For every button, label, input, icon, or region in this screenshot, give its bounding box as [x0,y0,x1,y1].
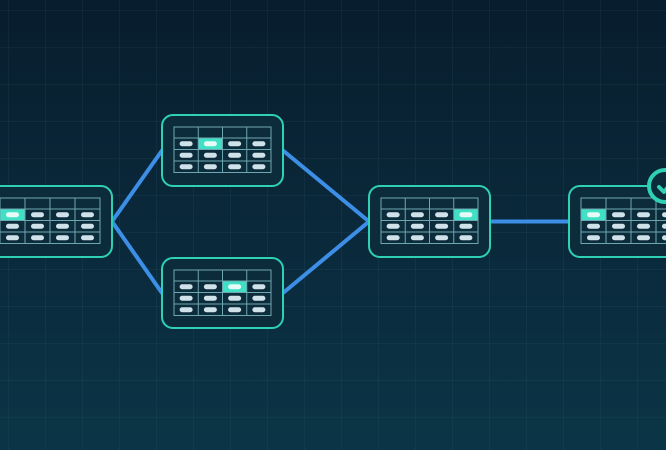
table-cell-pill [179,152,193,158]
connector-source-table-to-upper-branch-table [110,148,164,224]
table-cell-pill [56,212,69,218]
table-cell-pill [203,164,217,170]
table-cell-pill [386,223,400,229]
table-cell-pill [386,212,400,218]
table-cell-pill [179,164,193,170]
data-table-icon [580,197,666,244]
table-cell-pill [637,212,650,218]
table-cell-pill [31,212,44,218]
node-card [0,185,113,258]
connector-source-table-to-lower-branch-table [110,219,164,295]
table-cell-pill [587,212,600,218]
table-cell-pill [228,141,242,147]
table-cell-pill [252,152,266,158]
table-cell-pill [459,235,473,241]
table-cell-pill [56,235,69,241]
table-cell-pill [228,284,242,290]
table-cell-pill [662,223,666,229]
table-cell-pill [81,235,94,241]
table-cell-pill [228,295,242,301]
table-cell-pill [386,235,400,241]
table-cell-pill [252,284,266,290]
table-cell-pill [459,223,473,229]
table-cell-pill [587,235,600,241]
table-cell-pill [203,307,217,313]
table-cell-pill [56,223,69,229]
connector-upper-branch-table-to-merge-table [281,148,371,224]
table-cell-pill [252,307,266,313]
table-cell-pill [587,223,600,229]
node-source-table[interactable] [0,185,113,258]
data-table-icon [0,197,101,244]
data-table-icon [173,269,272,316]
table-cell-pill [31,235,44,241]
table-cell-pill [612,235,625,241]
table-cell-pill [179,141,193,147]
node-lower-branch-table[interactable] [161,257,284,329]
node-upper-branch-table[interactable] [161,114,284,187]
table-cell-pill [179,307,193,313]
table-cell-pill [435,212,449,218]
table-cell-pill [435,223,449,229]
table-cell-pill [81,212,94,218]
table-cell-pill [179,295,193,301]
table-cell-pill [252,141,266,147]
table-cell-pill [662,235,666,241]
table-cell-pill [612,212,625,218]
table-cell-pill [410,235,424,241]
table-cell-pill [459,212,473,218]
table-cell-pill [228,307,242,313]
node-layer [0,114,666,329]
table-cell-pill [179,284,193,290]
table-cell-pill [203,284,217,290]
table-cell-pill [228,152,242,158]
data-table-icon [380,197,479,244]
table-cell-pill [228,164,242,170]
connector-layer [110,148,571,295]
table-cell-pill [410,212,424,218]
connector-lower-branch-table-to-merge-table [281,219,371,295]
check-badge-icon [647,168,666,204]
data-table-icon [173,126,272,173]
table-cell-pill [6,212,19,218]
table-cell-pill [637,223,650,229]
table-cell-pill [410,223,424,229]
table-cell-pill [252,164,266,170]
table-cell-pill [612,223,625,229]
table-cell-pill [6,223,19,229]
table-cell-pill [31,223,44,229]
node-merge-table[interactable] [368,185,491,258]
table-cell-pill [81,223,94,229]
table-cell-pill [203,295,217,301]
table-cell-pill [637,235,650,241]
table-cell-pill [252,295,266,301]
table-cell-pill [435,235,449,241]
table-cell-pill [203,152,217,158]
table-cell-pill [203,141,217,147]
table-cell-pill [662,212,666,218]
table-cell-pill [6,235,19,241]
node-output-table[interactable] [568,168,666,258]
